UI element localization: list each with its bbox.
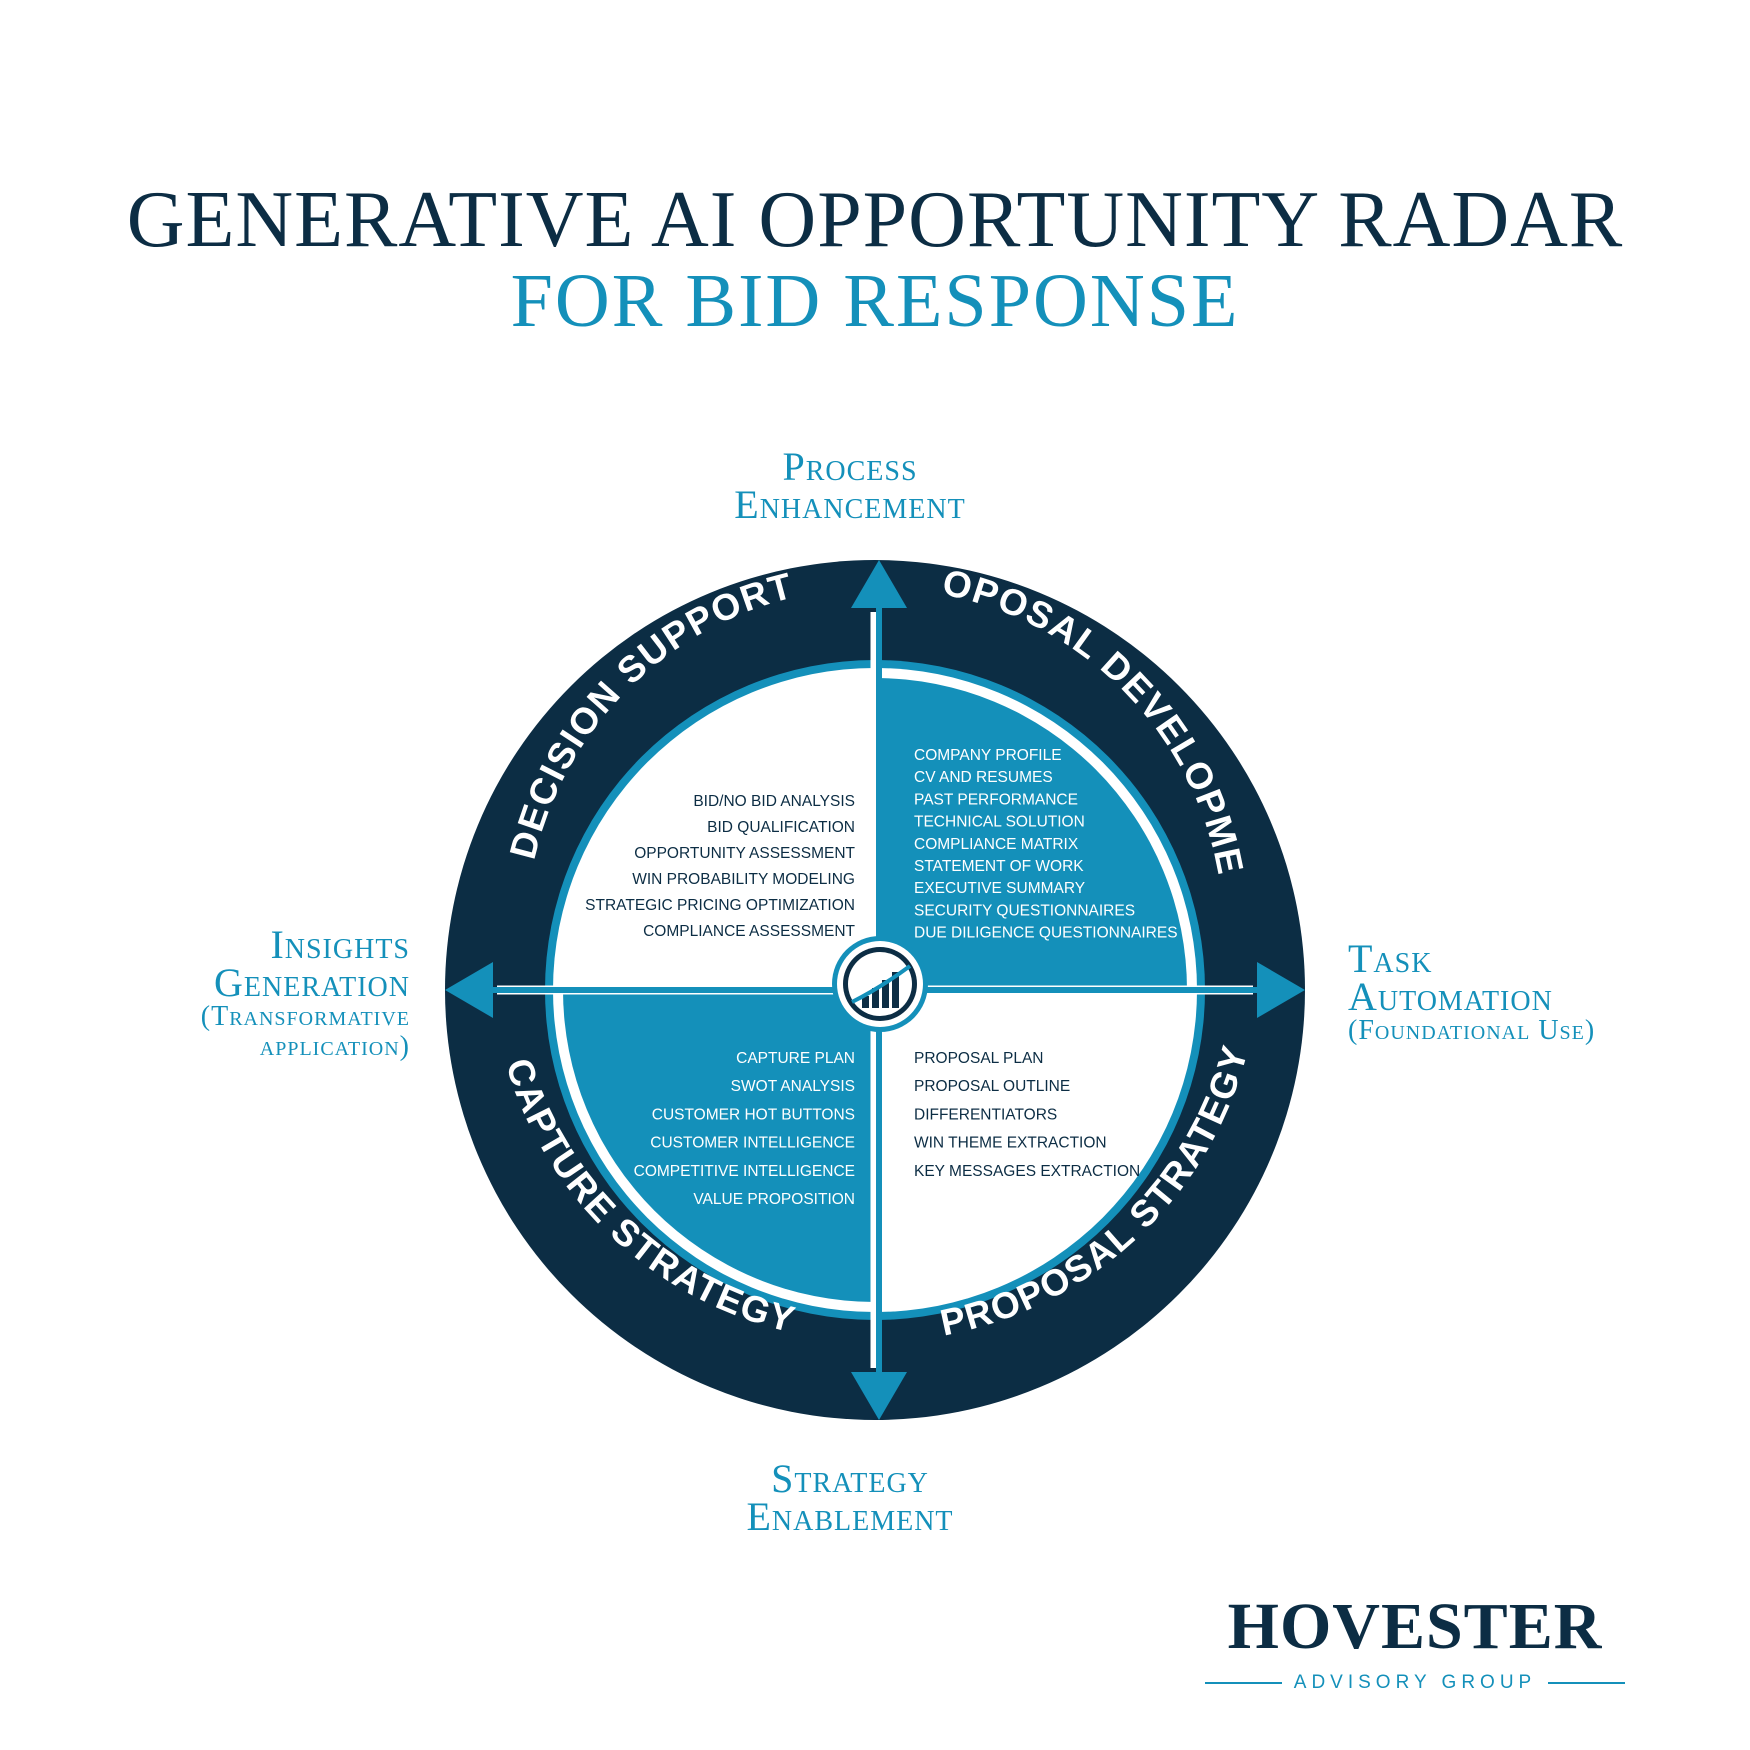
center-logo-icon xyxy=(832,936,928,1032)
quadrant-item: BID/NO BID ANALYSIS xyxy=(693,793,855,810)
logo-wordmark: HOVESTER xyxy=(1227,1590,1603,1663)
quadrant-item: WIN THEME EXTRACTION xyxy=(914,1135,1107,1152)
items-proposal-strategy: PROPOSAL PLAN PROPOSAL OUTLINE DIFFERENTIA… xyxy=(914,1050,1140,1180)
logo-rule-right xyxy=(1548,1682,1625,1684)
items-capture-strategy: CAPTURE PLAN SWOT ANALYSIS CUSTOMER HOT BU… xyxy=(634,1050,855,1208)
arrow-left xyxy=(445,962,493,1018)
quadrant-bottom-left xyxy=(563,990,875,1302)
quadrant-item: CUSTOMER HOT BUTTONS xyxy=(652,1106,855,1123)
arrow-right xyxy=(1257,962,1305,1018)
axis-bottom-line2: Enablement xyxy=(746,1494,954,1539)
quadrant-item: DUE DILIGENCE QUESTIONNAIRES xyxy=(914,925,1178,942)
quadrant-item: PAST PERFORMANCE xyxy=(914,791,1078,808)
arrow-down xyxy=(851,1372,907,1420)
quadrant-item: TECHNICAL SOLUTION xyxy=(914,814,1085,831)
quadrant-item: KEY MESSAGES EXTRACTION xyxy=(914,1163,1140,1180)
axis-label-bottom: Strategy Enablement xyxy=(660,1459,1040,1539)
quadrant-item: COMPETITIVE INTELLIGENCE xyxy=(634,1163,855,1180)
quadrant-item: COMPLIANCE MATRIX xyxy=(914,836,1079,853)
quadrant-item: CAPTURE PLAN xyxy=(736,1050,855,1067)
page-title: GENERATIVE AI OPPORTUNITY RADAR xyxy=(126,176,1624,264)
quadrant-item: PROPOSAL PLAN xyxy=(914,1050,1044,1067)
quadrant-item: PROPOSAL OUTLINE xyxy=(914,1078,1070,1095)
quadrant-item: DIFFERENTIATORS xyxy=(914,1106,1057,1123)
axis-right-line2: Automation xyxy=(1348,974,1553,1019)
axis-left-line1: Insights xyxy=(270,922,410,967)
axis-right-line1: Task xyxy=(1348,936,1433,981)
quadrant-item: CV AND RESUMES xyxy=(914,769,1053,786)
axis-left-line2: Generation xyxy=(214,960,410,1005)
axis-label-top: Process Enhancement xyxy=(660,447,1040,527)
quadrant-item: CUSTOMER INTELLIGENCE xyxy=(650,1135,855,1152)
quadrant-item: COMPLIANCE ASSESSMENT xyxy=(643,923,855,940)
page-subtitle: FOR BID RESPONSE xyxy=(510,259,1240,343)
axis-right-sub1: (Foundational Use) xyxy=(1348,1015,1596,1046)
arrow-up xyxy=(851,560,907,608)
quadrant-item: WIN PROBABILITY MODELING xyxy=(632,871,855,888)
axis-left-sub1: (Transformative xyxy=(200,1001,410,1032)
axis-bottom-line1: Strategy xyxy=(771,1456,929,1501)
quadrant-top-left xyxy=(563,678,875,990)
axis-label-right: Task Automation (Foundational Use) xyxy=(1348,939,1728,1046)
axis-top-line2: Enhancement xyxy=(734,482,966,527)
quadrant-item: EXECUTIVE SUMMARY xyxy=(914,880,1085,897)
quadrant-item: VALUE PROPOSITION xyxy=(693,1191,855,1208)
logo-tagline: ADVISORY GROUP xyxy=(1293,1672,1537,1693)
quadrant-item: COMPANY PROFILE xyxy=(914,747,1062,764)
quadrant-item: BID QUALIFICATION xyxy=(707,819,855,836)
logo-rule-left xyxy=(1205,1682,1282,1684)
axis-top-line1: Process xyxy=(782,444,918,489)
axis-label-left: Insights Generation (Transformative appl… xyxy=(90,925,410,1062)
axis-left-sub2: application) xyxy=(259,1031,410,1062)
quadrant-item: STRATEGIC PRICING OPTIMIZATION xyxy=(585,897,855,914)
items-decision-support: BID/NO BID ANALYSIS BID QUALIFICATION OPPO… xyxy=(585,793,855,940)
quadrant-item: SWOT ANALYSIS xyxy=(731,1078,855,1095)
quadrant-top-right xyxy=(875,678,1187,990)
company-logo: HOVESTER ADVISORY GROUP xyxy=(1205,1590,1625,1700)
quadrant-bottom-right xyxy=(875,990,1187,1302)
quadrant-item: OPPORTUNITY ASSESSMENT xyxy=(634,845,855,862)
logo-tagline-row: ADVISORY GROUP xyxy=(1205,1672,1625,1694)
items-proposal-development: COMPANY PROFILE CV AND RESUMES PAST PERFOR… xyxy=(914,747,1178,942)
quadrant-item: SECURITY QUESTIONNAIRES xyxy=(914,902,1135,919)
quadrant-item: STATEMENT OF WORK xyxy=(914,858,1084,875)
